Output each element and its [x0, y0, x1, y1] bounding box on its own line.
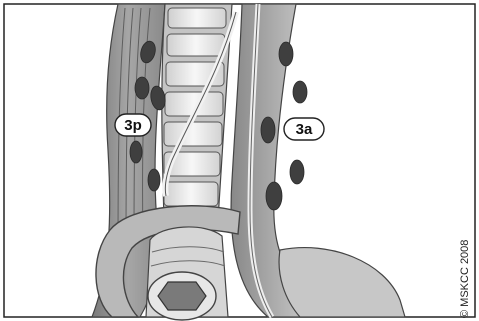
lymph-node — [261, 117, 275, 143]
lymph-node — [290, 160, 304, 184]
lymph-node — [130, 141, 142, 163]
esophagus — [146, 227, 228, 320]
vertebral-column — [162, 4, 236, 220]
lymph-node — [266, 182, 282, 210]
label-3a: 3a — [284, 118, 324, 140]
label-3a-text: 3a — [296, 121, 313, 138]
label-3p-text: 3p — [124, 117, 142, 134]
lymph-node — [279, 42, 293, 66]
copyright-text: © MSKCC 2008 — [459, 240, 471, 318]
lymph-node — [135, 77, 149, 99]
lymph-node — [293, 81, 307, 103]
lymph-node — [148, 169, 160, 191]
label-3p: 3p — [115, 114, 151, 136]
heart-mass — [279, 248, 405, 317]
